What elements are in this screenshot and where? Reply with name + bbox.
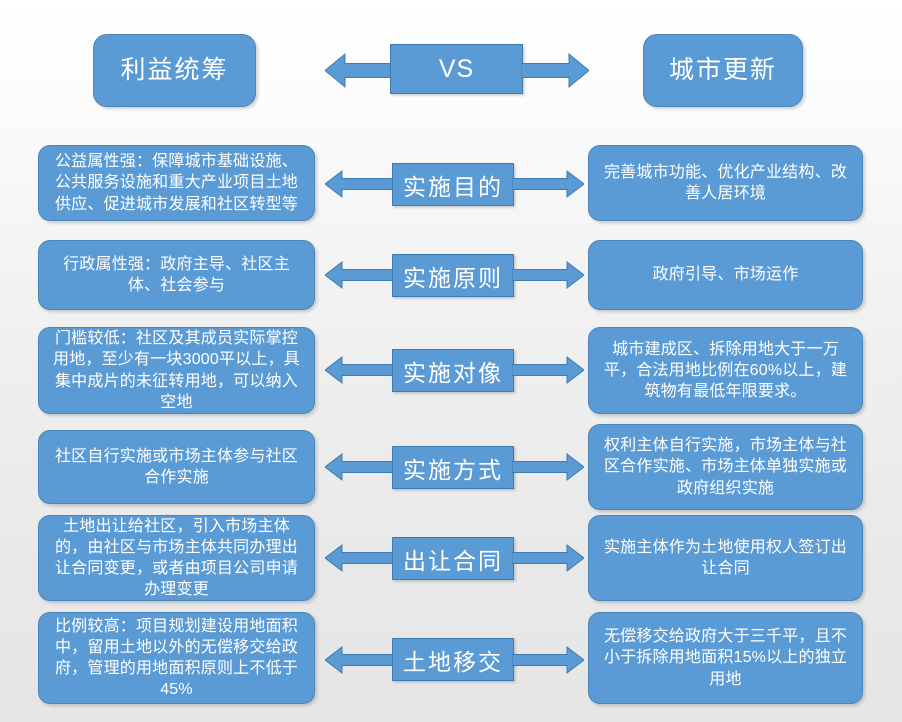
row-2-right-box[interactable]: 政府引导、市场运作: [588, 240, 863, 310]
row-3-right-box[interactable]: 城市建成区、拆除用地大于一万平，合法用地比例在60%以上，建筑物有最低年限要求。: [588, 327, 863, 414]
row-1-right-box[interactable]: 完善城市功能、优化产业结构、改善人居环境: [588, 145, 863, 221]
row-1-left-arrow-icon: [325, 169, 397, 199]
row-6-left-arrow-icon: [325, 645, 397, 675]
header-left-arrow-icon: [325, 52, 393, 89]
row-1-right-text: 完善城市功能、优化产业结构、改善人居环境: [603, 163, 847, 202]
row-4-label-box[interactable]: 实施方式: [392, 446, 514, 489]
row-2-right-arrow-icon: [512, 260, 584, 290]
row-3-right-text: 城市建成区、拆除用地大于一万平，合法用地比例在60%以上，建筑物有最低年限要求。: [603, 340, 848, 401]
header-right-arrow-icon: [521, 52, 589, 89]
header-left-box[interactable]: 利益统筹: [93, 34, 256, 107]
row-5-left-arrow-icon: [325, 543, 397, 573]
row-6-right-box[interactable]: 无偿移交给政府大于三千平，且不小于拆除用地面积15%以上的独立用地: [588, 612, 863, 704]
row-4-right-text: 权利主体自行实施，市场主体与社区合作实施、市场主体单独实施或政府组织实施: [603, 437, 847, 497]
row-4-label: 实施方式: [403, 456, 503, 483]
row-3-left-arrow-icon: [325, 355, 397, 385]
row-5-right-text: 实施主体作为土地使用权人签订出让合同: [603, 538, 847, 577]
row-6-left-text: 比例较高：项目规划建设用地面积中，留用土地以外的无偿移交给政府，管理的用地面积原…: [54, 617, 298, 699]
row-1-left-box[interactable]: 公益属性强：保障城市基础设施、公共服务设施和重大产业项目土地供应、促进城市发展和…: [38, 145, 315, 221]
row-2-label-box[interactable]: 实施原则: [392, 254, 514, 297]
row-6-right-arrow-icon: [512, 645, 584, 675]
header-left-label: 利益统筹: [120, 56, 229, 84]
row-4-left-box[interactable]: 社区自行实施或市场主体参与社区合作实施: [38, 430, 315, 504]
row-3-left-box[interactable]: 门槛较低：社区及其成员实际掌控用地，至少有一块3000平以上，具集中成片的未征转…: [38, 327, 315, 414]
row-6-left-box[interactable]: 比例较高：项目规划建设用地面积中，留用土地以外的无偿移交给政府，管理的用地面积原…: [38, 612, 315, 704]
row-3-label: 实施对像: [403, 359, 503, 386]
row-4-right-box[interactable]: 权利主体自行实施，市场主体与社区合作实施、市场主体单独实施或政府组织实施: [588, 424, 863, 510]
header-right-label: 城市更新: [668, 56, 777, 84]
header-vs-label: VS: [438, 54, 475, 83]
row-2-label: 实施原则: [403, 264, 503, 291]
row-2-left-arrow-icon: [325, 260, 397, 290]
row-1-label-box[interactable]: 实施目的: [392, 163, 514, 206]
row-5-right-box[interactable]: 实施主体作为土地使用权人签订出让合同: [588, 515, 863, 601]
row-5-label-box[interactable]: 出让合同: [392, 537, 514, 580]
row-5-left-text: 土地出让给社区，引入市场主体的，由社区与市场主体共同办理出让合同变更，或者由项目…: [54, 517, 298, 599]
header-vs-box[interactable]: VS: [390, 44, 523, 94]
row-4-left-arrow-icon: [325, 452, 397, 482]
row-6-label-box[interactable]: 土地移交: [392, 638, 514, 681]
row-2-left-box[interactable]: 行政属性强：政府主导、社区主体、社会参与: [38, 240, 315, 310]
row-6-right-text: 无偿移交给政府大于三千平，且不小于拆除用地面积15%以上的独立用地: [603, 628, 848, 688]
row-5-right-arrow-icon: [512, 543, 584, 573]
header-right-box[interactable]: 城市更新: [643, 34, 803, 107]
row-3-right-arrow-icon: [512, 355, 584, 385]
row-4-right-arrow-icon: [512, 452, 584, 482]
row-4-left-text: 社区自行实施或市场主体参与社区合作实施: [54, 447, 298, 486]
row-5-label: 出让合同: [403, 547, 503, 574]
row-1-label: 实施目的: [403, 173, 503, 200]
row-1-left-text: 公益属性强：保障城市基础设施、公共服务设施和重大产业项目土地供应、促进城市发展和…: [54, 153, 298, 213]
row-5-left-box[interactable]: 土地出让给社区，引入市场主体的，由社区与市场主体共同办理出让合同变更，或者由项目…: [38, 515, 315, 601]
row-3-label-box[interactable]: 实施对像: [392, 349, 514, 392]
row-2-right-text: 政府引导、市场运作: [652, 266, 799, 284]
row-1-right-arrow-icon: [512, 169, 584, 199]
row-3-left-text: 门槛较低：社区及其成员实际掌控用地，至少有一块3000平以上，具集中成片的未征转…: [53, 330, 300, 411]
row-6-label: 土地移交: [403, 648, 503, 675]
row-2-left-text: 行政属性强：政府主导、社区主体、社会参与: [63, 255, 290, 294]
